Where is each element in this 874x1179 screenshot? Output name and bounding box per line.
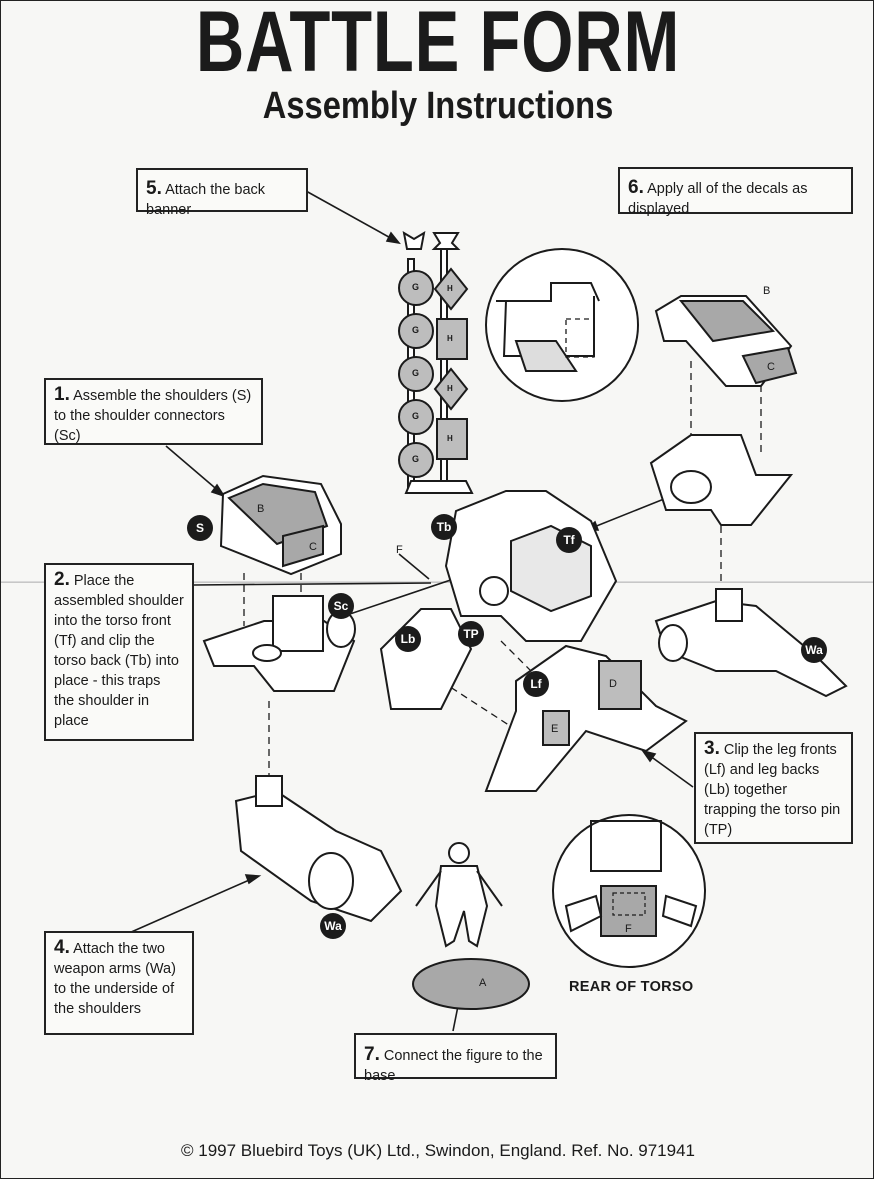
h-plates xyxy=(433,267,469,460)
step-7-box: 7. Connect the figure to the base xyxy=(354,1033,557,1084)
page-title: BATTLE FORM xyxy=(195,0,681,90)
shoulder-armour-right xyxy=(654,295,798,387)
badge-leg-front: Lf xyxy=(523,671,549,697)
step-6-box: 6. Apply all of the decals as displayed xyxy=(618,167,853,217)
decal-h-2: H xyxy=(447,334,454,343)
figure-and-base xyxy=(412,842,530,1010)
step-2-text: Place the assembled shoulder into the to… xyxy=(54,573,184,729)
detail-circle-top xyxy=(485,248,639,402)
step-7-number: 7. xyxy=(364,1044,380,1065)
badge-torso-pin: TP xyxy=(458,621,484,647)
step-5-number: 5. xyxy=(146,178,162,199)
copyright-footer: © 1997 Bluebird Toys (UK) Ltd., Swindon,… xyxy=(180,1141,696,1160)
decal-c-right: C xyxy=(767,361,776,373)
shoulder-connector-right xyxy=(649,434,794,526)
leg-back xyxy=(379,608,473,710)
shoulder-connector-left xyxy=(202,595,356,692)
step-5-text: Attach the back banner xyxy=(146,182,266,218)
step-7-text: Connect the figure to the base xyxy=(364,1048,543,1084)
decal-g-1: G xyxy=(412,282,420,292)
step-6-number: 6. xyxy=(628,177,644,198)
decal-f: F xyxy=(625,923,633,935)
step-1-box: 1. Assemble the shoulders (S) to the sho… xyxy=(44,378,263,445)
decal-c-left: C xyxy=(309,541,318,553)
detail-circle-rear xyxy=(552,814,706,968)
badge-leg-back: Lb xyxy=(395,626,421,652)
badge-shoulder: S xyxy=(187,515,213,541)
badge-torso-front: Tf xyxy=(556,527,582,553)
step-4-box: 4. Attach the two weapon arms (Wa) to th… xyxy=(44,931,194,1035)
step-2-box: 2. Place the assembled shoulder into the… xyxy=(44,563,194,741)
decal-b-left: B xyxy=(257,503,265,515)
weapon-arm-left xyxy=(234,775,403,923)
decal-b-right: B xyxy=(763,285,771,297)
torso xyxy=(444,490,618,642)
fold-crease xyxy=(1,581,873,583)
leg-front xyxy=(484,644,688,792)
badge-weapon-arm-right: Wa xyxy=(801,637,827,663)
decal-g-2: G xyxy=(412,325,420,335)
leader-arrows xyxy=(128,190,694,1032)
badge-torso-back: Tb xyxy=(431,514,457,540)
decal-d: D xyxy=(609,678,618,690)
step-4-number: 4. xyxy=(54,937,70,958)
decal-a: A xyxy=(479,977,487,989)
rear-of-torso-caption: REAR OF TORSO xyxy=(569,979,694,995)
shoulder-armour-left xyxy=(219,474,342,576)
step-3-box: 3. Clip the leg fronts (Lf) and leg back… xyxy=(694,732,853,844)
decal-h-3: H xyxy=(447,384,454,393)
g-discs xyxy=(398,270,434,478)
badge-weapon-arm-left: Wa xyxy=(320,913,346,939)
decal-e: E xyxy=(551,723,559,735)
step-2-number: 2. xyxy=(54,569,70,590)
decal-h-1: H xyxy=(447,284,454,293)
step-6-text: Apply all of the decals as displayed xyxy=(628,181,808,217)
page-subtitle: Assembly Instructions xyxy=(262,85,614,127)
step-1-text: Assemble the shoulders (S) to the should… xyxy=(54,388,252,444)
decal-h-4: H xyxy=(447,434,454,443)
decal-g-5: G xyxy=(412,454,420,464)
step-4-text: Attach the two weapon arms (Wa) to the u… xyxy=(54,941,176,1017)
step-1-number: 1. xyxy=(54,384,70,405)
back-banner xyxy=(398,230,474,494)
step-3-text: Clip the leg fronts (Lf) and leg backs (… xyxy=(704,742,841,838)
badge-shoulder-connector: Sc xyxy=(328,593,354,619)
weapon-arm-right xyxy=(654,588,848,698)
step-3-number: 3. xyxy=(704,738,720,759)
torso-label-f: F xyxy=(396,544,404,556)
decal-g-4: G xyxy=(412,411,420,421)
step-5-box: 5. Attach the back banner xyxy=(136,168,308,218)
decal-g-3: G xyxy=(412,368,420,378)
